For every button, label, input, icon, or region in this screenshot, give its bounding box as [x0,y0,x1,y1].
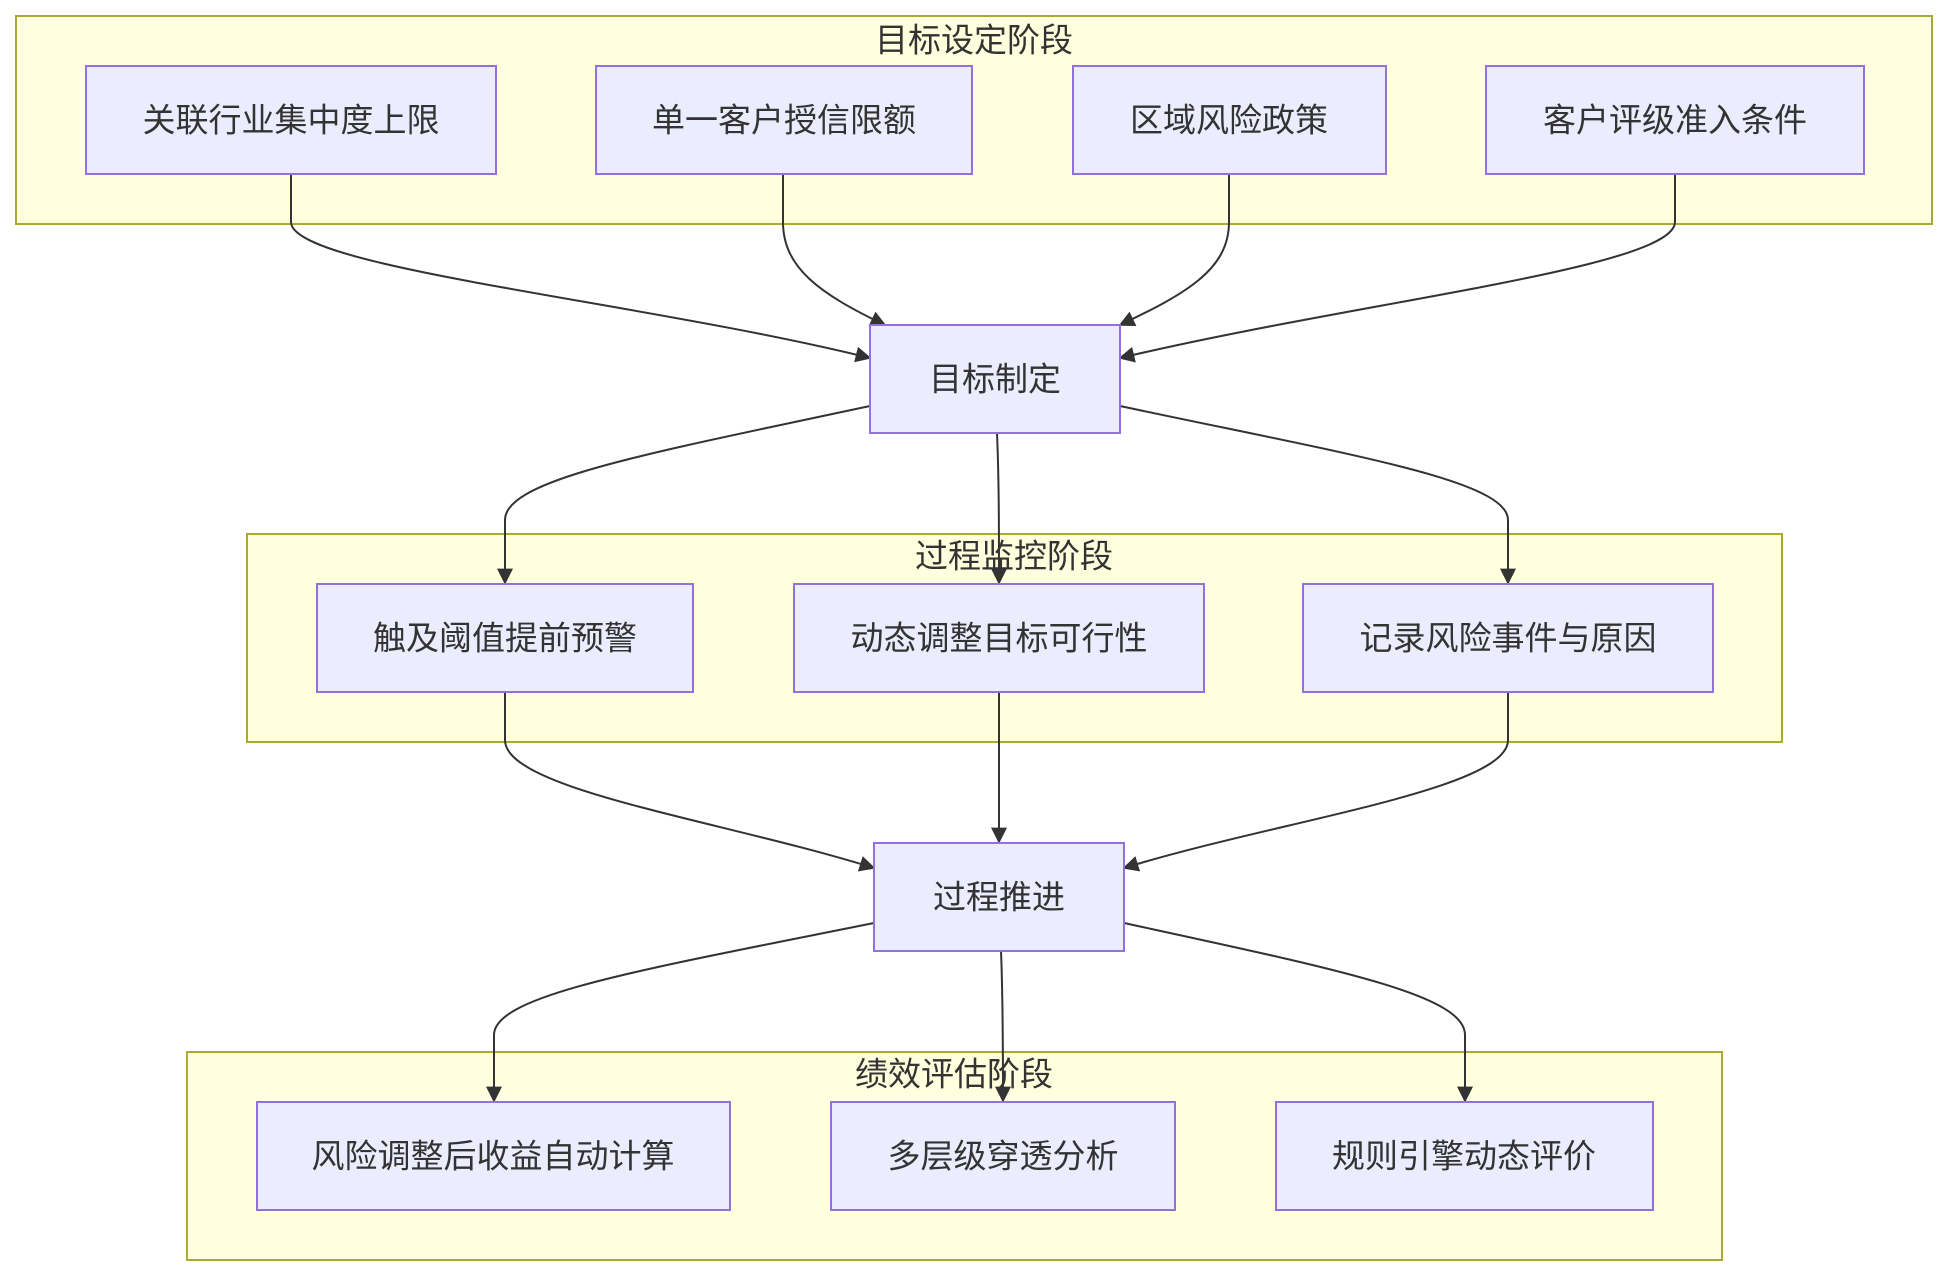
node-raroc-calc[interactable]: 风险调整后收益自动计算 [256,1101,731,1211]
edge-record-to-progress [1122,692,1509,872]
node-multi-level-analysis[interactable]: 多层级穿透分析 [830,1101,1176,1211]
node-client-rating-entry-label: 客户评级准入条件 [1543,101,1807,140]
node-multi-level-analysis-label: 多层级穿透分析 [888,1137,1119,1176]
node-process-advance[interactable]: 过程推进 [873,842,1125,952]
node-industry-concentration[interactable]: 关联行业集中度上限 [85,65,497,175]
edge-goalset-to-alert [497,405,871,585]
edge-region-to-goalset [1118,175,1230,327]
edge-progress-to-raroc [486,922,875,1103]
edge-industry-to-goalset [290,175,872,363]
node-dynamic-adjust-label: 动态调整目标可行性 [851,619,1148,658]
node-dynamic-adjust[interactable]: 动态调整目标可行性 [793,583,1205,693]
node-industry-concentration-label: 关联行业集中度上限 [143,101,440,140]
node-client-rating-entry[interactable]: 客户评级准入条件 [1485,65,1865,175]
node-record-risk-events[interactable]: 记录风险事件与原因 [1302,583,1714,693]
cluster-process-monitoring-title: 过程监控阶段 [915,537,1113,576]
node-goal-formulation[interactable]: 目标制定 [869,324,1121,434]
edges [290,175,1676,1103]
node-record-risk-events-label: 记录风险事件与原因 [1360,619,1657,658]
edge-goalset-to-record [1119,405,1516,585]
node-threshold-alert-label: 触及阈值提前预警 [373,619,637,658]
edge-alert-to-progress [504,692,876,872]
edge-progress-to-multi [994,950,1011,1103]
edge-single-to-goalset [782,175,887,327]
node-regional-risk-policy[interactable]: 区域风险政策 [1072,65,1387,175]
cluster-performance-evaluation-title: 绩效评估阶段 [855,1055,1053,1094]
edge-progress-to-rules [1123,922,1473,1103]
node-threshold-alert[interactable]: 触及阈值提前预警 [316,583,694,693]
edge-rating-to-goalset [1118,175,1676,363]
edge-goalset-to-adjust [990,432,1007,585]
cluster-goal-setting-title: 目标设定阶段 [875,21,1073,60]
node-raroc-calc-label: 风险调整后收益自动计算 [312,1137,675,1176]
node-single-client-limit-label: 单一客户授信限额 [652,101,916,140]
node-rule-engine-eval-label: 规则引擎动态评价 [1332,1137,1596,1176]
node-goal-formulation-label: 目标制定 [929,360,1061,399]
node-regional-risk-policy-label: 区域风险政策 [1130,101,1328,140]
node-rule-engine-eval[interactable]: 规则引擎动态评价 [1275,1101,1654,1211]
node-single-client-limit[interactable]: 单一客户授信限额 [595,65,973,175]
node-process-advance-label: 过程推进 [933,878,1065,917]
